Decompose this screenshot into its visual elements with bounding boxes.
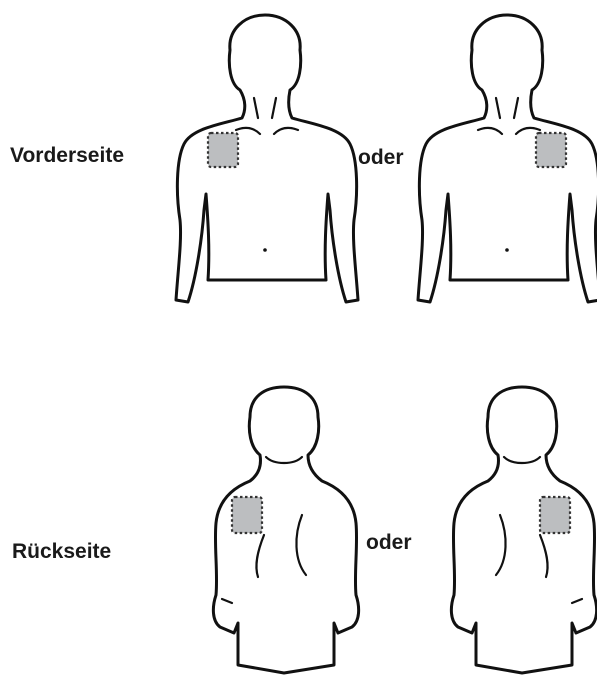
front-body-outline [176, 15, 358, 302]
back-body-outline [451, 387, 596, 673]
patch-back-2 [540, 497, 570, 533]
back-view-label: Rückseite [12, 541, 111, 562]
patch-front-1 [208, 133, 238, 167]
front-torso-figure-2 [414, 10, 597, 310]
or-label-front: oder [358, 147, 404, 168]
front-torso-figure-1 [172, 10, 362, 310]
or-label-back: oder [366, 532, 412, 553]
patch-front-2 [536, 133, 566, 167]
front-view-label: Vorderseite [10, 145, 124, 166]
back-torso-figure-2 [436, 385, 597, 675]
front-body-outline [418, 15, 597, 302]
back-torso-figure-1 [198, 385, 368, 675]
patch-back-1 [232, 497, 262, 533]
